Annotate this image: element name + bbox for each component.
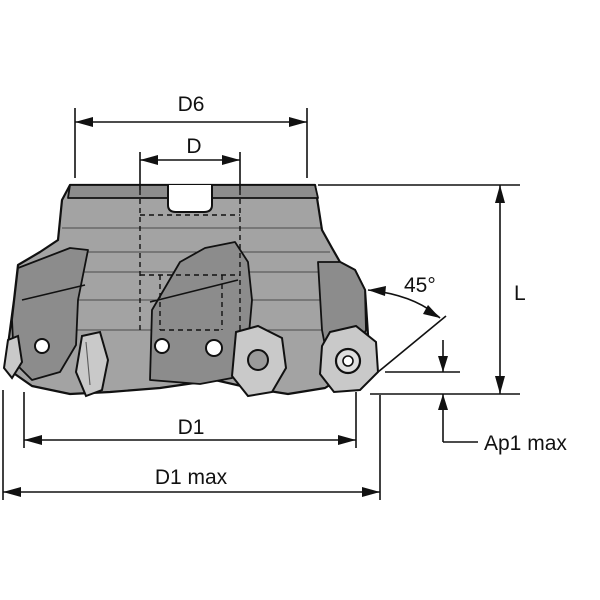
label-d1: D1 xyxy=(178,416,205,439)
label-angle: 45° xyxy=(404,274,436,297)
dimension-d xyxy=(139,152,241,190)
insert-left xyxy=(74,330,110,398)
insert-far-left xyxy=(2,334,24,380)
label-d1-max: D1 max xyxy=(155,466,228,489)
coolant-hole-left xyxy=(34,338,50,354)
label-d6: D6 xyxy=(178,93,205,116)
dimension-l xyxy=(318,184,520,395)
inserts xyxy=(2,324,380,398)
dimension-ap1-max xyxy=(385,340,478,443)
flute-center xyxy=(149,241,253,385)
label-ap1-max: Ap1 max xyxy=(484,432,567,455)
dimension-d1 xyxy=(23,392,357,448)
coolant-hole-right xyxy=(205,339,223,357)
cutter-body xyxy=(6,183,370,396)
label-d: D xyxy=(186,135,201,158)
dimension-angle xyxy=(367,286,447,373)
dimension-d6 xyxy=(74,108,308,178)
coolant-hole-center xyxy=(154,338,170,354)
key-slot xyxy=(167,185,213,213)
dimension-d1-max xyxy=(2,390,381,500)
label-l: L xyxy=(514,282,526,305)
